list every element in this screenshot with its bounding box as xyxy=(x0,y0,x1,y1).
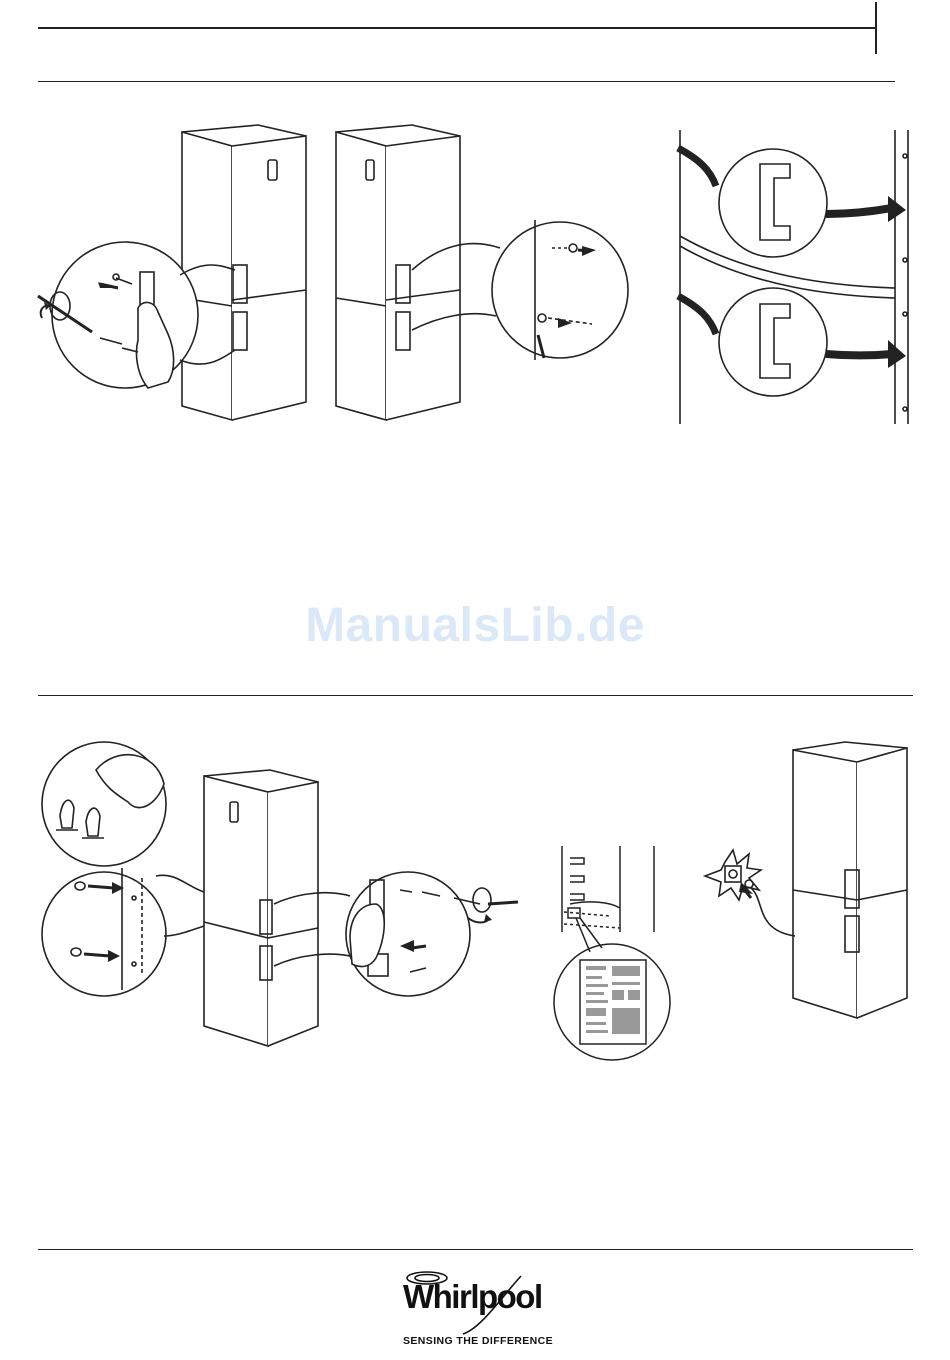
door-handle-removal-illustration xyxy=(670,126,920,431)
hinge-screw-removal-illustration xyxy=(30,120,320,430)
whirlpool-logo: Whirlpool SENSING THE DIFFERENCE xyxy=(395,1268,560,1353)
hinge-cap-removal-illustration xyxy=(330,120,630,430)
rating-plate-illustration xyxy=(550,842,690,1067)
header-rule-thick xyxy=(38,27,875,29)
rating-plate-icon xyxy=(550,842,690,1067)
power-connection-illustration xyxy=(695,740,920,1025)
section-rule-footer xyxy=(38,1249,913,1250)
brand-tagline: SENSING THE DIFFERENCE xyxy=(403,1335,553,1347)
hinge-refit-illustration xyxy=(200,768,525,1053)
power-plug-icon xyxy=(695,740,920,1025)
section-rule-top xyxy=(38,81,895,82)
section-rule-middle xyxy=(38,695,913,696)
header-rule-vertical xyxy=(875,2,877,54)
fridge-hinge-refit-icon xyxy=(200,768,525,1053)
brand-name: Whirlpool xyxy=(403,1278,542,1316)
fridge-hinge-screws-icon xyxy=(30,120,320,430)
fridge-hinge-cap-icon xyxy=(330,120,630,430)
door-handles-icon xyxy=(670,126,920,431)
watermark-text: ManualsLib.de xyxy=(0,598,950,653)
